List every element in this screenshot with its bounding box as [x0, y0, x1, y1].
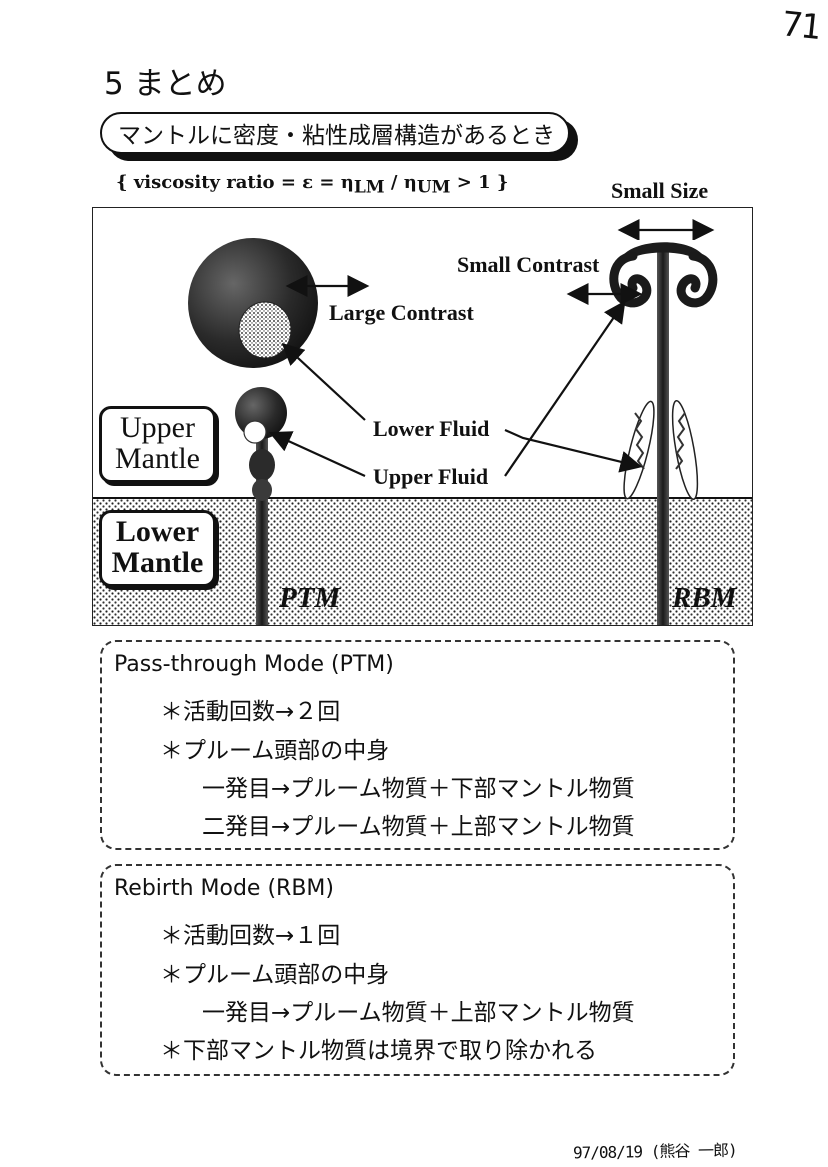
- small-size-label: Small Size: [611, 178, 709, 203]
- rbm-side-lobe-right: [671, 399, 699, 501]
- ptm-line-2: ＊プルーム頭部の中身: [160, 738, 390, 764]
- viscosity-ratio: { viscosity ratio = ε = ηLM / ηUM > 1 }: [116, 172, 508, 198]
- rbm-line-1: ＊活動回数→１回: [160, 923, 341, 949]
- rbm-summary-box: Rebirth Mode (RBM) ＊活動回数→１回 ＊プルーム頭部の中身 一…: [100, 864, 735, 1076]
- lower-mantle-line-1: Lower: [115, 515, 200, 548]
- upper-fluid-arrow-right: [504, 300, 626, 477]
- upper-mantle-line-2: Mantle: [115, 442, 200, 475]
- viscosity-sub-um: UM: [416, 177, 451, 198]
- rbm-line-4: ＊下部マントル物質は境界で取り除かれる: [160, 1038, 597, 1064]
- lower-mantle-box: Lower Mantle: [99, 510, 216, 587]
- viscosity-lead: { viscosity ratio = ε = η: [116, 172, 354, 193]
- ptm-label: PTM: [279, 582, 341, 614]
- ptm-line-1: ＊活動回数→２回: [160, 699, 341, 725]
- lower-mantle-line-2: Mantle: [111, 546, 204, 579]
- viscosity-mid: / η: [384, 172, 417, 193]
- section-title: 5 まとめ: [104, 66, 227, 102]
- rbm-cap: [621, 242, 705, 260]
- rbm-label: RBM: [672, 582, 737, 614]
- ptm-line-3: 一発目→プルーム物質＋下部マントル物質: [202, 776, 635, 802]
- upper-mantle-line-1: Upper: [120, 411, 195, 444]
- ptm-line-4: 二発目→プルーム物質＋上部マントル物質: [202, 814, 635, 840]
- viscosity-sub-lm: LM: [353, 177, 385, 198]
- handwritten-date-note: 97/08/19 (熊谷 一郎): [572, 1140, 737, 1163]
- small-contrast-label: Small Contrast: [457, 252, 600, 277]
- lower-fluid-inclusion: [238, 301, 292, 359]
- lower-fluid-arrow-left: [281, 343, 366, 421]
- rbm-side-lobe-left: [623, 400, 655, 500]
- rbm-curl-left: [609, 251, 652, 308]
- rbm-curl-right: [676, 251, 718, 308]
- rbm-line-2: ＊プルーム頭部の中身: [160, 962, 390, 988]
- lower-fluid-label: Lower Fluid: [373, 416, 490, 441]
- ptm-summary-box: Pass-through Mode (PTM) ＊活動回数→２回 ＊プルーム頭部…: [100, 640, 735, 850]
- plume-figure: Small Contrast Large Contrast Lower Flui…: [92, 207, 753, 626]
- rbm-lobe-detail-right: [675, 412, 686, 470]
- rbm-title: Rebirth Mode (RBM): [114, 876, 334, 901]
- upper-fluid-label: Upper Fluid: [373, 464, 489, 489]
- lower-fluid-arrow-right: [504, 428, 643, 473]
- ptm-title: Pass-through Mode (PTM): [114, 652, 394, 677]
- subtitle-box: マントルに密度・粘性成層構造があるとき: [100, 112, 570, 154]
- upper-fluid-arrow-left: [268, 431, 366, 478]
- viscosity-tail: > 1 }: [450, 172, 509, 193]
- large-contrast-label: Large Contrast: [329, 300, 474, 325]
- upper-fluid-blob: [243, 420, 267, 444]
- small-size-arrow: [617, 219, 715, 240]
- page-number: 71: [780, 4, 821, 48]
- ptm-bulge-2: [252, 479, 272, 501]
- subtitle-text: マントルに密度・粘性成層構造があるとき: [118, 123, 555, 149]
- ptm-bulge-1: [249, 449, 275, 481]
- rbm-line-3: 一発目→プルーム物質＋上部マントル物質: [202, 1000, 635, 1026]
- rbm-conduit: [657, 248, 669, 625]
- upper-mantle-box: Upper Mantle: [99, 406, 216, 483]
